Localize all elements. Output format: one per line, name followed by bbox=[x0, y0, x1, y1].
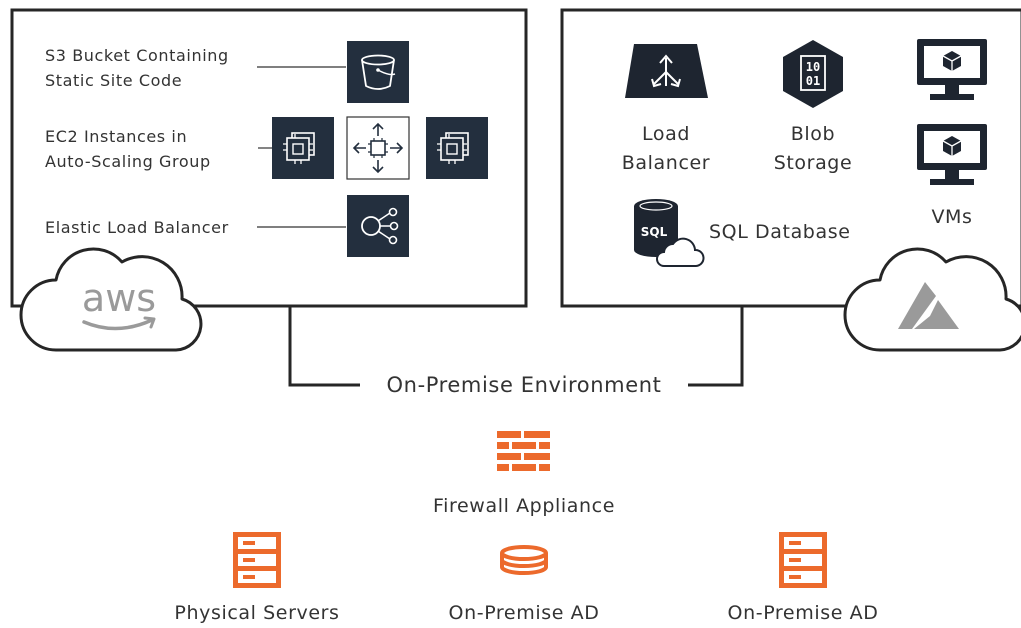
vm-icon bbox=[917, 124, 987, 185]
sql-database-icon: SQL bbox=[634, 199, 705, 267]
aws-logo-text: aws bbox=[82, 276, 156, 320]
vm-icon bbox=[917, 39, 987, 100]
onprem-ad-label-1: On-Premise AD bbox=[448, 602, 600, 624]
ec2-label-line2: Auto-Scaling Group bbox=[45, 152, 211, 171]
onprem-ad-label-2: On-Premise AD bbox=[727, 602, 879, 624]
ec2-instance-icon bbox=[272, 117, 334, 179]
firewall-icon bbox=[497, 431, 550, 471]
vms-label: VMs bbox=[931, 206, 973, 228]
load-balancer-icon bbox=[625, 44, 708, 98]
elb-label: Elastic Load Balancer bbox=[45, 218, 229, 237]
blob-glyph-line2: 01 bbox=[806, 74, 820, 88]
azure-lb-label-line2: Balancer bbox=[621, 152, 711, 174]
blob-storage-icon: 10 01 bbox=[783, 40, 843, 108]
blob-glyph-line1: 10 bbox=[806, 60, 820, 74]
auto-scaling-icon bbox=[346, 116, 410, 180]
disk-icon bbox=[500, 545, 548, 575]
sql-glyph: SQL bbox=[641, 225, 668, 239]
onprem-title: On-Premise Environment bbox=[386, 373, 662, 397]
azure-connector bbox=[688, 306, 744, 387]
firewall-label: Firewall Appliance bbox=[433, 495, 615, 517]
blob-label-line1: Blob bbox=[790, 123, 836, 145]
aws-cloud-icon: aws bbox=[19, 247, 203, 352]
azure-cloud-icon bbox=[843, 247, 1021, 352]
bucket-icon bbox=[347, 41, 409, 103]
server-rack-icon bbox=[779, 532, 827, 588]
blob-label-line2: Storage bbox=[773, 152, 853, 174]
azure-frame bbox=[560, 8, 1021, 308]
s3-label-line1: S3 Bucket Containing bbox=[45, 46, 229, 65]
aws-connector bbox=[288, 306, 360, 387]
server-rack-icon bbox=[233, 532, 281, 588]
ec2-instance-icon bbox=[426, 117, 488, 179]
s3-label: S3 Bucket Containing Static Site Code bbox=[45, 43, 229, 93]
azure-logo-icon bbox=[898, 282, 959, 329]
load-balancer-icon bbox=[347, 195, 409, 257]
ec2-label: EC2 Instances in Auto-Scaling Group bbox=[45, 124, 211, 174]
blob-storage-label: Blob Storage bbox=[753, 120, 873, 178]
ec2-label-line1: EC2 Instances in bbox=[45, 127, 188, 146]
aws-frame bbox=[10, 8, 528, 308]
azure-lb-label: Load Balancer bbox=[606, 120, 726, 178]
azure-lb-label-line1: Load bbox=[642, 123, 690, 145]
physical-servers-label: Physical Servers bbox=[174, 602, 340, 624]
s3-label-line2: Static Site Code bbox=[45, 71, 183, 90]
sql-database-label: SQL Database bbox=[709, 221, 851, 243]
